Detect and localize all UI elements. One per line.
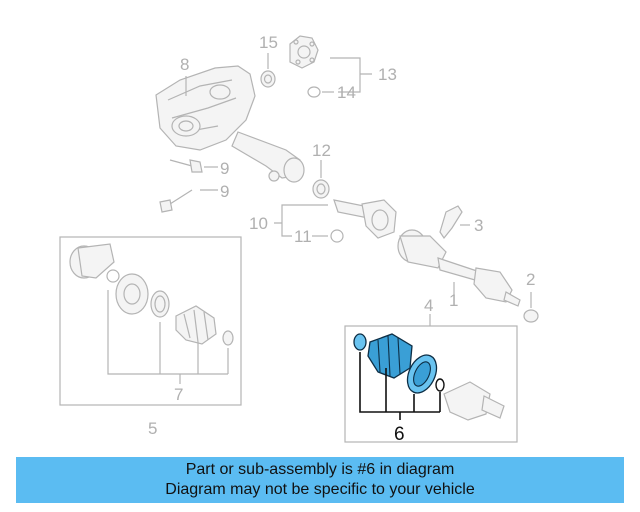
boot-ring-5 (150, 290, 170, 318)
callout-5: 5 (148, 419, 157, 438)
boot-ring-6 (406, 354, 438, 394)
seal-12 (312, 179, 330, 199)
info-banner: Part or sub-assembly is #6 in diagram Di… (16, 457, 624, 503)
seal-15 (260, 70, 276, 88)
leader-6 (359, 352, 441, 420)
seal-15-inner (263, 74, 273, 84)
clamp-6-small (353, 333, 367, 351)
bolt-9-lower (159, 189, 193, 213)
box-part-5 (59, 236, 242, 406)
boot-5-ribs (183, 309, 209, 343)
callout-1: 1 (449, 291, 458, 310)
callout-3: 3 (474, 216, 483, 235)
banner-line-1: Part or sub-assembly is #6 in diagram (185, 461, 455, 478)
leader-10 (274, 204, 328, 237)
cv-joint-bearing (115, 273, 149, 315)
clip-5 (106, 269, 120, 283)
cv-joint-inner (69, 243, 115, 279)
cv-joint-outer (443, 381, 505, 421)
callout-11: 11 (294, 227, 312, 246)
o-ring-14 (307, 86, 321, 98)
callout-6: 6 (394, 424, 405, 445)
bolt-9-upper (169, 159, 203, 173)
output-flange (289, 35, 319, 69)
bracket-3 (439, 205, 463, 240)
callout-12: 12 (312, 141, 331, 160)
callout-8: 8 (180, 55, 189, 74)
leader-13 (330, 57, 372, 93)
drive-shaft-assembly (397, 229, 521, 307)
leader-7 (107, 290, 229, 384)
cv-boot-6 (367, 333, 413, 379)
clamp-5 (222, 330, 234, 346)
clip-6 (435, 378, 445, 392)
seal-12-inner (316, 183, 326, 195)
callout-2: 2 (526, 270, 535, 289)
callout-10: 10 (249, 214, 268, 233)
banner-line-2: Diagram may not be specific to your vehi… (165, 481, 475, 498)
boot-ring-5-inner (154, 295, 166, 313)
callout-9-lower: 9 (220, 182, 229, 201)
parts-diagram: 15 8 13 14 9 9 12 10 11 3 2 1 4 7 5 6 (59, 33, 539, 445)
callout-4: 4 (424, 296, 433, 315)
nut-2 (523, 309, 539, 323)
o-ring-11 (330, 229, 344, 243)
callout-13: 13 (378, 65, 397, 84)
differential-housing (155, 65, 305, 183)
box-part-4 (344, 325, 518, 443)
callout-9-upper: 9 (220, 159, 229, 178)
callout-14: 14 (337, 83, 356, 102)
callout-15: 15 (259, 33, 278, 52)
intermediate-shaft (333, 199, 397, 239)
callout-7: 7 (174, 385, 183, 404)
